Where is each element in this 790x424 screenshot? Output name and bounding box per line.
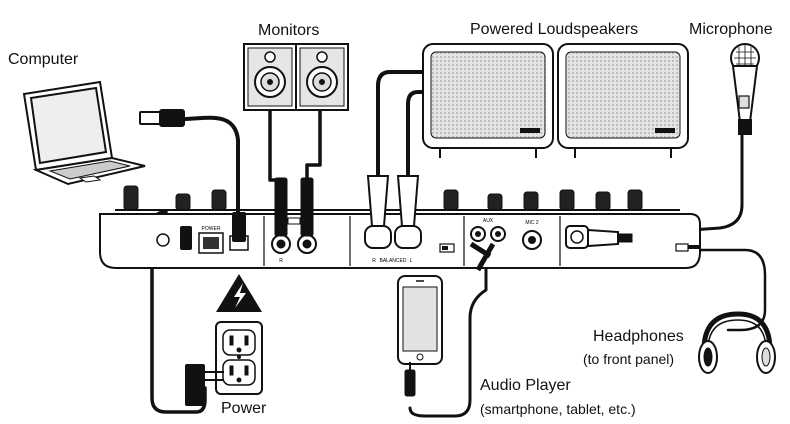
master-xlr-outputs [364, 175, 422, 249]
mixer-knobs [123, 185, 643, 211]
speaker-cable-right [406, 90, 432, 178]
panel-label-mic2: MIC 2 [525, 220, 539, 226]
panel-label-master-r: R [372, 258, 376, 264]
dj-mixer: POWER R BALANCED R L [99, 175, 701, 272]
power-adapter [185, 364, 224, 406]
panel-label-balanced: BALANCED [380, 258, 407, 264]
panel-label-aux: AUX [483, 218, 494, 224]
audio-player-phone [397, 275, 443, 365]
label-monitors: Monitors [258, 22, 320, 39]
label-headphones: Headphones [593, 328, 684, 345]
label-headphones-note: (to front panel) [583, 351, 675, 367]
microphone-cable [603, 130, 744, 238]
label-microphone: Microphone [689, 21, 773, 38]
label-audio-player: Audio Player [480, 377, 571, 394]
monitor-left [243, 43, 297, 111]
cables [150, 70, 767, 418]
label-powered-loudspeakers: Powered Loudspeakers [470, 21, 639, 38]
headphones [698, 311, 776, 374]
usb-cable [181, 115, 240, 215]
speaker-cable-left [376, 70, 425, 178]
power-outlet [215, 321, 263, 395]
microphone [730, 43, 760, 135]
label-audio-player-note: (smartphone, tablet, etc.) [480, 401, 636, 417]
warning-triangle-icon [216, 274, 262, 312]
power-inlet [156, 233, 170, 247]
loudspeaker-left [422, 43, 554, 158]
panel-label-booth-r: R [279, 258, 283, 264]
booth-outputs [271, 177, 317, 254]
aux-rca-inputs [469, 226, 506, 272]
panel-label-master-l: L [410, 258, 413, 264]
monitor-right [295, 43, 349, 111]
loudspeaker-right [557, 43, 689, 158]
label-computer: Computer [8, 51, 79, 68]
audio-player-plug [404, 362, 416, 397]
headphones-cable [698, 248, 767, 332]
label-power: Power [221, 400, 267, 417]
audio-player-cable [408, 246, 488, 418]
usb-plug [139, 109, 185, 127]
panel-label-power: POWER [202, 226, 221, 232]
computer-laptop [22, 80, 146, 186]
